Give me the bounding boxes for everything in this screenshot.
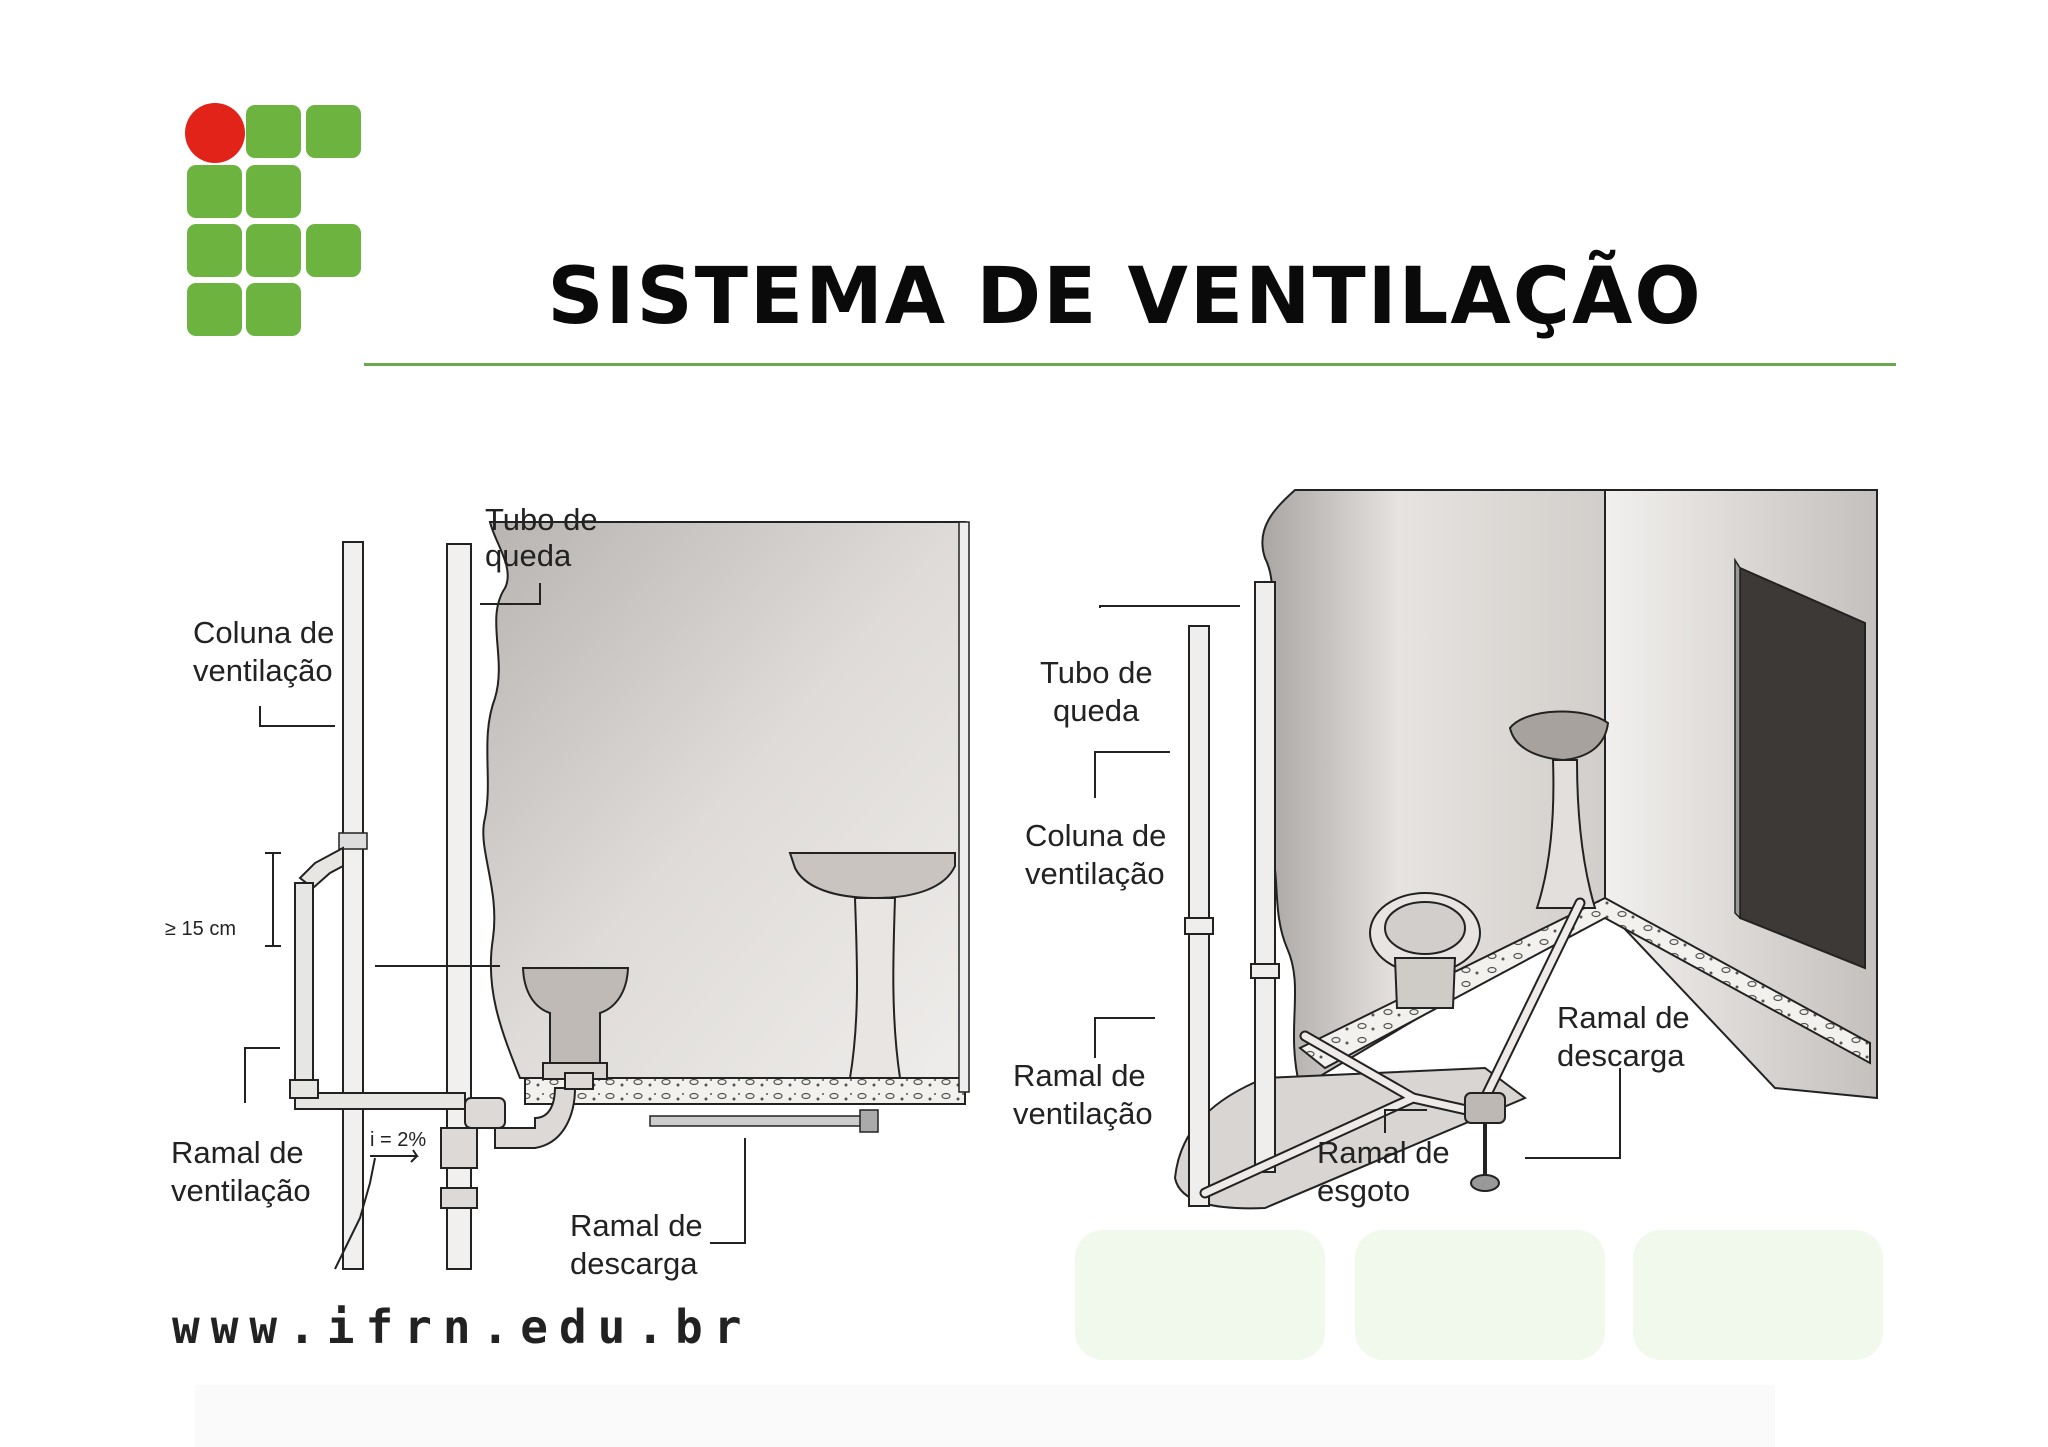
label-coluna-de-ventilacao-line2: ventilação [1025,856,1165,891]
toilet [1369,892,1481,1009]
ventilation-diagram-elevation: Tubo de queda Coluna de ventilação ≥ 15 … [165,502,970,1281]
label-ramal-de-ventilacao-line1: Ramal de [171,1135,304,1170]
slide-title: SISTEMA DE VENTILAÇÃO [547,252,1703,342]
ifrn-logo [185,103,361,336]
label-coluna-de-ventilacao-line2: ventilação [193,653,333,688]
title-underline [364,363,1896,366]
logo-red-dot [185,103,245,163]
floor-slab [524,1077,966,1105]
dark-opening [1739,566,1866,970]
label-tubo-de-queda-line2: queda [1053,693,1140,728]
label-ramal-de-descarga-line2: descarga [1557,1038,1685,1073]
label-tubo-de-queda-line2: queda [485,538,572,573]
sink [1508,710,1610,909]
label-ramal-de-descarga-line2: descarga [570,1246,698,1281]
label-ramal-de-ventilacao-line2: ventilação [171,1173,311,1208]
ramal-de-ventilacao-pipe [289,846,466,1110]
stack-fittings [440,1072,594,1209]
label-ramal-de-ventilacao-line1: Ramal de [1013,1058,1146,1093]
logo-green-squares [187,105,361,336]
wall-cutaway [482,521,966,1079]
label-tubo-de-queda-line1: Tubo de [1040,655,1153,690]
floor-drain [1464,1092,1506,1192]
faint-background-squares [1075,1230,1883,1360]
coluna-de-ventilacao-pipe [338,541,368,1270]
label-ramal-de-descarga-line1: Ramal de [570,1208,703,1243]
drain-pipe-under-slab [649,1115,866,1127]
bottom-strip [195,1385,1775,1447]
label-tubo-de-queda-line1: Tubo de [485,502,598,537]
label-slope: i = 2% [370,1129,426,1151]
sink [788,852,956,1079]
ventilation-diagram-perspective: Tubo de queda Coluna de ventilação Ramal… [1013,489,1878,1210]
label-ramal-de-descarga-line1: Ramal de [1557,1000,1690,1035]
vertical-pipes [1184,581,1280,1207]
footer-url: www.ifrn.edu.br [172,1300,753,1354]
label-ramal-de-esgoto-line1: Ramal de [1317,1135,1450,1170]
label-ramal-de-ventilacao-line2: ventilação [1013,1096,1153,1131]
label-distance: ≥ 15 cm [165,918,236,940]
floor-slab-right [1298,896,1871,1070]
label-ramal-de-esgoto-line2: esgoto [1317,1173,1410,1208]
label-coluna-de-ventilacao-line1: Coluna de [1025,818,1166,853]
leader-lines [1094,605,1621,1159]
label-coluna-de-ventilacao-line1: Coluna de [193,615,334,650]
